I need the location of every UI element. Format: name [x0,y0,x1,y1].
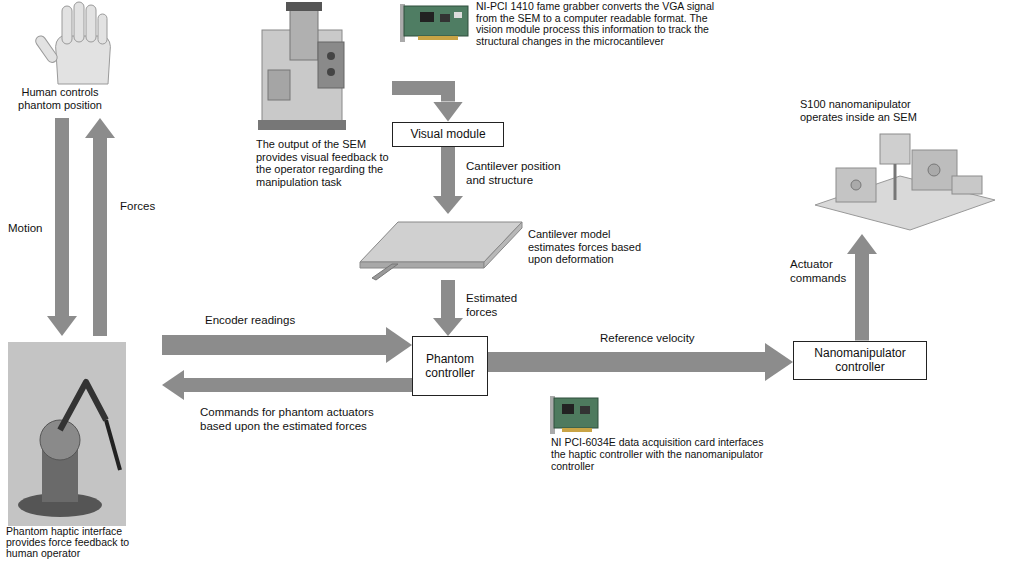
flow-arrow [55,118,69,316]
caption-text: Phantom haptic interface provides force … [6,526,131,559]
edge-label: Forces [120,200,180,214]
box-label: Nanomanipulator controller [801,346,919,375]
daq-card-illustration [550,396,598,434]
flow-arrow [184,378,412,392]
box-label: Phantom controller [420,352,480,381]
process-box: Phantom controller [412,336,488,396]
box-text-group: Visual module [410,127,485,141]
flow-arrow [93,138,107,336]
process-box: Nanomanipulator controller [793,341,927,380]
hand-illustration [34,2,111,84]
frame-grabber-card [400,4,468,42]
caption-text: NI PCI-6034E data acquisition card inter… [551,436,771,472]
edge-label: Motion [8,222,68,236]
flow-arrow [441,147,455,197]
flow-arrow [488,352,765,372]
cantilever-illustration [360,222,522,280]
box-text-group: Phantom controller [420,352,480,381]
box-text-group: Nanomanipulator controller [801,346,919,375]
caption-text: Human controls phantom position [10,86,110,111]
sem-illustration [258,2,346,130]
flow-arrow [162,335,386,355]
caption-group: The output of the SEM provides visual fe… [256,138,390,189]
hand-illustration-node: Human controls phantom position [5,0,130,118]
caption-group: NI PCI-6034E data acquisition card inter… [551,436,771,472]
edge-label: Estimated forces [466,292,530,320]
sem-illustration-node: The output of the SEM provides visual fe… [250,0,392,191]
haptic-device-illustration [8,342,126,526]
edge-label: Commands for phantom actuators based upo… [200,406,400,434]
caption-group: Phantom haptic interface provides force … [6,526,131,559]
edge-label: Reference velocity [600,332,740,346]
nanomanipulator-illustration [815,134,995,230]
caption-text: NI-PCI 1410 fame grabber converts the VG… [476,1,722,47]
caption-text: Cantilever model estimates forces based … [528,228,650,266]
flow-arrow [855,254,869,341]
process-box: Visual module [392,122,504,147]
card-illustration-node: NI-PCI 1410 fame grabber converts the VG… [398,0,724,66]
box-label: Visual module [410,127,485,141]
caption-text: The output of the SEM provides visual fe… [256,138,390,189]
edge-label: Actuator commands [790,258,850,286]
nanomanipulator-illustration-node: S100 nanomanipulator operates inside an … [790,96,1005,234]
edge-label: Encoder readings [205,314,345,328]
caption-group: NI-PCI 1410 fame grabber converts the VG… [476,1,722,47]
flow-arrow [392,88,448,102]
caption-group: Cantilever model estimates forces based … [528,228,650,266]
caption-text: S100 nanomanipulator operates inside an … [800,98,935,123]
flow-arrow [441,280,455,318]
haptic-device-node: Phantom haptic interface provides force … [0,336,162,563]
edge-label: Cantilever position and structure [466,160,578,188]
daq-card-node: NI PCI-6034E data acquisition card inter… [545,392,775,475]
caption-group: S100 nanomanipulator operates inside an … [800,98,935,123]
cantilever-illustration-node: Cantilever model estimates forces based … [350,214,652,280]
caption-group: Human controls phantom position [10,86,110,111]
